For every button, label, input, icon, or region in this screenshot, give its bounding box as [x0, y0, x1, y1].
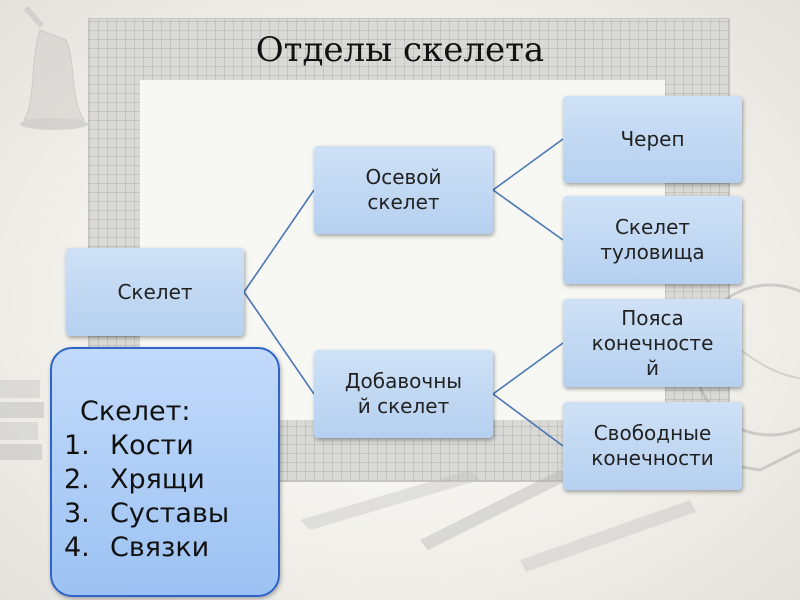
node-skull: Череп [563, 96, 742, 183]
node-appendicular-skeleton: Добавочны й скелет [314, 350, 493, 438]
list-item: 2. Хрящи [64, 463, 278, 497]
list-item-label: Хрящи [110, 464, 205, 495]
connector-appendicular-free-limbs [492, 393, 564, 447]
node-axial-skeleton: Осевой скелет [314, 146, 493, 234]
connector-root-axial [243, 189, 315, 293]
node-free-limbs: Свободные конечности [563, 402, 742, 490]
list-item-label: Кости [110, 430, 194, 461]
bell-icon [20, 6, 88, 130]
callout-list: 1. Кости 2. Хрящи 3. Суставы 4. Связки [64, 429, 278, 565]
connector-axial-skull [492, 138, 564, 191]
pencils-icon [300, 470, 696, 572]
list-item-number: 1. [64, 430, 90, 461]
books-icon [0, 380, 44, 460]
node-skeleton: Скелет [66, 248, 244, 336]
node-trunk-skeleton: Скелет туловища [563, 196, 742, 284]
list-item-number: 4. [64, 532, 90, 563]
connector-axial-trunk [492, 189, 564, 241]
list-item: 4. Связки [64, 531, 278, 565]
list-item-label: Суставы [110, 498, 230, 529]
list-item: 3. Суставы [64, 497, 278, 531]
list-item: 1. Кости [64, 429, 278, 463]
connector-appendicular-girdles [492, 342, 564, 395]
page-title: Отделы скелета [255, 30, 545, 70]
callout-heading: Скелет: [80, 396, 191, 427]
list-item-label: Связки [110, 532, 210, 563]
node-limb-girdles: Пояса конечносте й [563, 299, 742, 387]
list-item-number: 3. [64, 498, 90, 529]
connector-root-appendicular [243, 291, 315, 395]
skeleton-components-callout: Скелет: 1. Кости 2. Хрящи 3. Суставы 4. … [50, 347, 280, 597]
list-item-number: 2. [64, 464, 90, 495]
